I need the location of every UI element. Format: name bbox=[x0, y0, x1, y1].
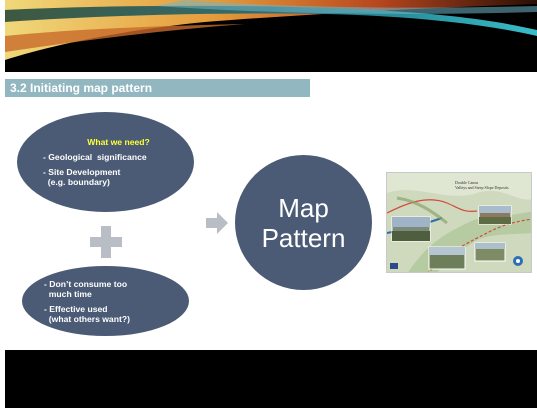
constraint-item: - Effective used (what others want?) bbox=[44, 304, 130, 324]
constraints-ellipse: - Don’t consume too much time - Effectiv… bbox=[22, 266, 189, 336]
map-thumbnail-title: Double Canon Valleys and Steep Slope Dep… bbox=[455, 180, 509, 190]
requirement-item: - Geological significance bbox=[43, 152, 147, 162]
map-pattern-circle: Map Pattern bbox=[235, 155, 372, 290]
arrow-right-icon bbox=[206, 212, 228, 234]
map-pattern-label-line2: Pattern bbox=[261, 222, 346, 253]
constraint-item: - Don’t consume too much time bbox=[44, 279, 128, 299]
map-pattern-label-line1: Map bbox=[278, 192, 329, 223]
requirements-heading: What we need? bbox=[87, 137, 150, 147]
map-image bbox=[387, 173, 531, 272]
map-thumbnail: Double Canon Valleys and Steep Slope Dep… bbox=[386, 172, 532, 273]
footer-bar bbox=[5, 350, 537, 408]
header-banner bbox=[5, 0, 537, 72]
requirements-ellipse: What we need? - Geological significance … bbox=[17, 112, 194, 212]
decorative-swoosh bbox=[5, 0, 537, 60]
plus-icon bbox=[90, 226, 122, 258]
requirement-item: - Site Development (e.g. boundary) bbox=[43, 167, 121, 187]
section-title: 3.2 Initiating map pattern bbox=[5, 79, 310, 97]
